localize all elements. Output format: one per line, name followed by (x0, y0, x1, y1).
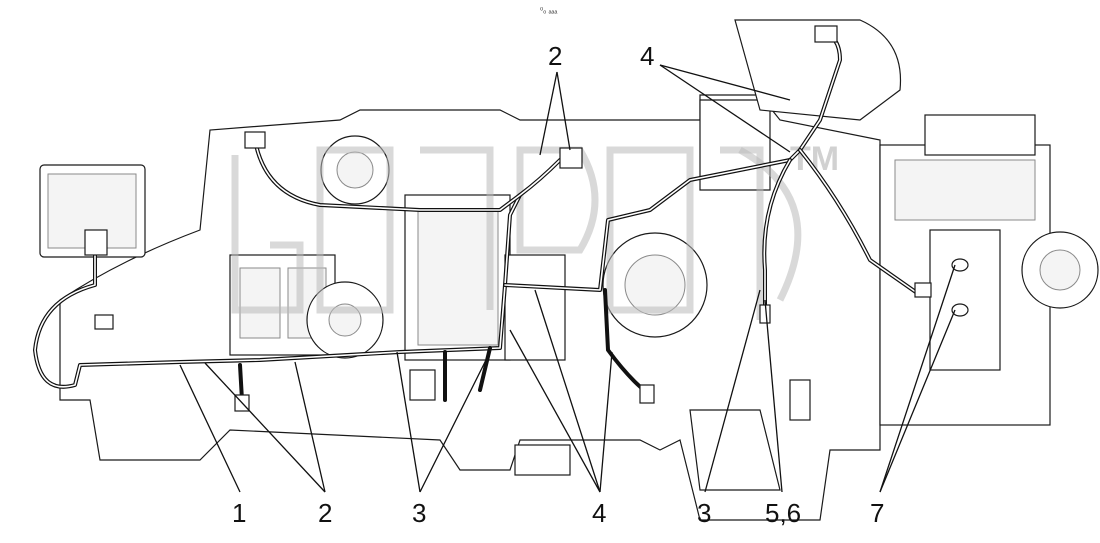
machine-outline (39, 19, 1099, 521)
callout-3: 3 (412, 498, 426, 528)
connector-box-left (84, 229, 108, 256)
callout-2: 2 (318, 498, 332, 528)
callout-4-top: 4 (640, 41, 654, 71)
callouts: 1 2 3 4 3 5,6 7 2 4 (232, 41, 884, 528)
callout-7: 7 (870, 498, 884, 528)
callout-3-right: 3 (697, 498, 711, 528)
leader-lines (179, 64, 956, 493)
callout-5-6: 5,6 (765, 498, 801, 528)
callout-4: 4 (592, 498, 606, 528)
callout-2-top: 2 (548, 41, 562, 71)
top-mark: ⁰ₒ ₐₐₐ (540, 6, 558, 15)
watermark: TM (231, 140, 839, 320)
callout-1: 1 (232, 498, 246, 528)
wiring-harness (33, 25, 969, 412)
